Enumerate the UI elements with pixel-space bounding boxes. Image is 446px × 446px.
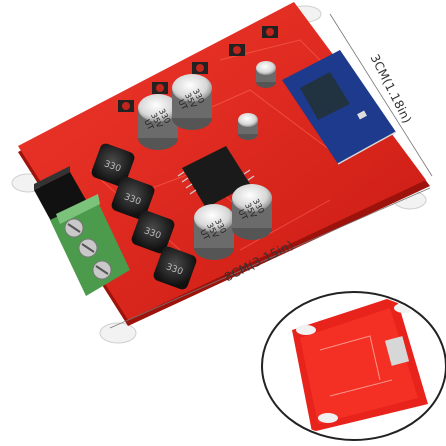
capacitor-label: UT (142, 118, 155, 132)
capacitor-label: UT (198, 228, 211, 242)
bluetooth-module (282, 50, 397, 165)
inductors: 330 330 330 330 (91, 143, 197, 290)
push-buttons (118, 26, 278, 112)
capacitors: 330 35V UT 330 35V UT 330 35V UT (138, 61, 276, 260)
capacitor-label: UT (236, 208, 249, 222)
screw-terminal (50, 194, 130, 296)
standoff-feet (11, 5, 427, 344)
capacitor-label: UT (176, 98, 189, 112)
bottom-view-inset (261, 291, 446, 441)
dimension-guides (109, 13, 433, 329)
amplifier-chip (177, 146, 255, 208)
